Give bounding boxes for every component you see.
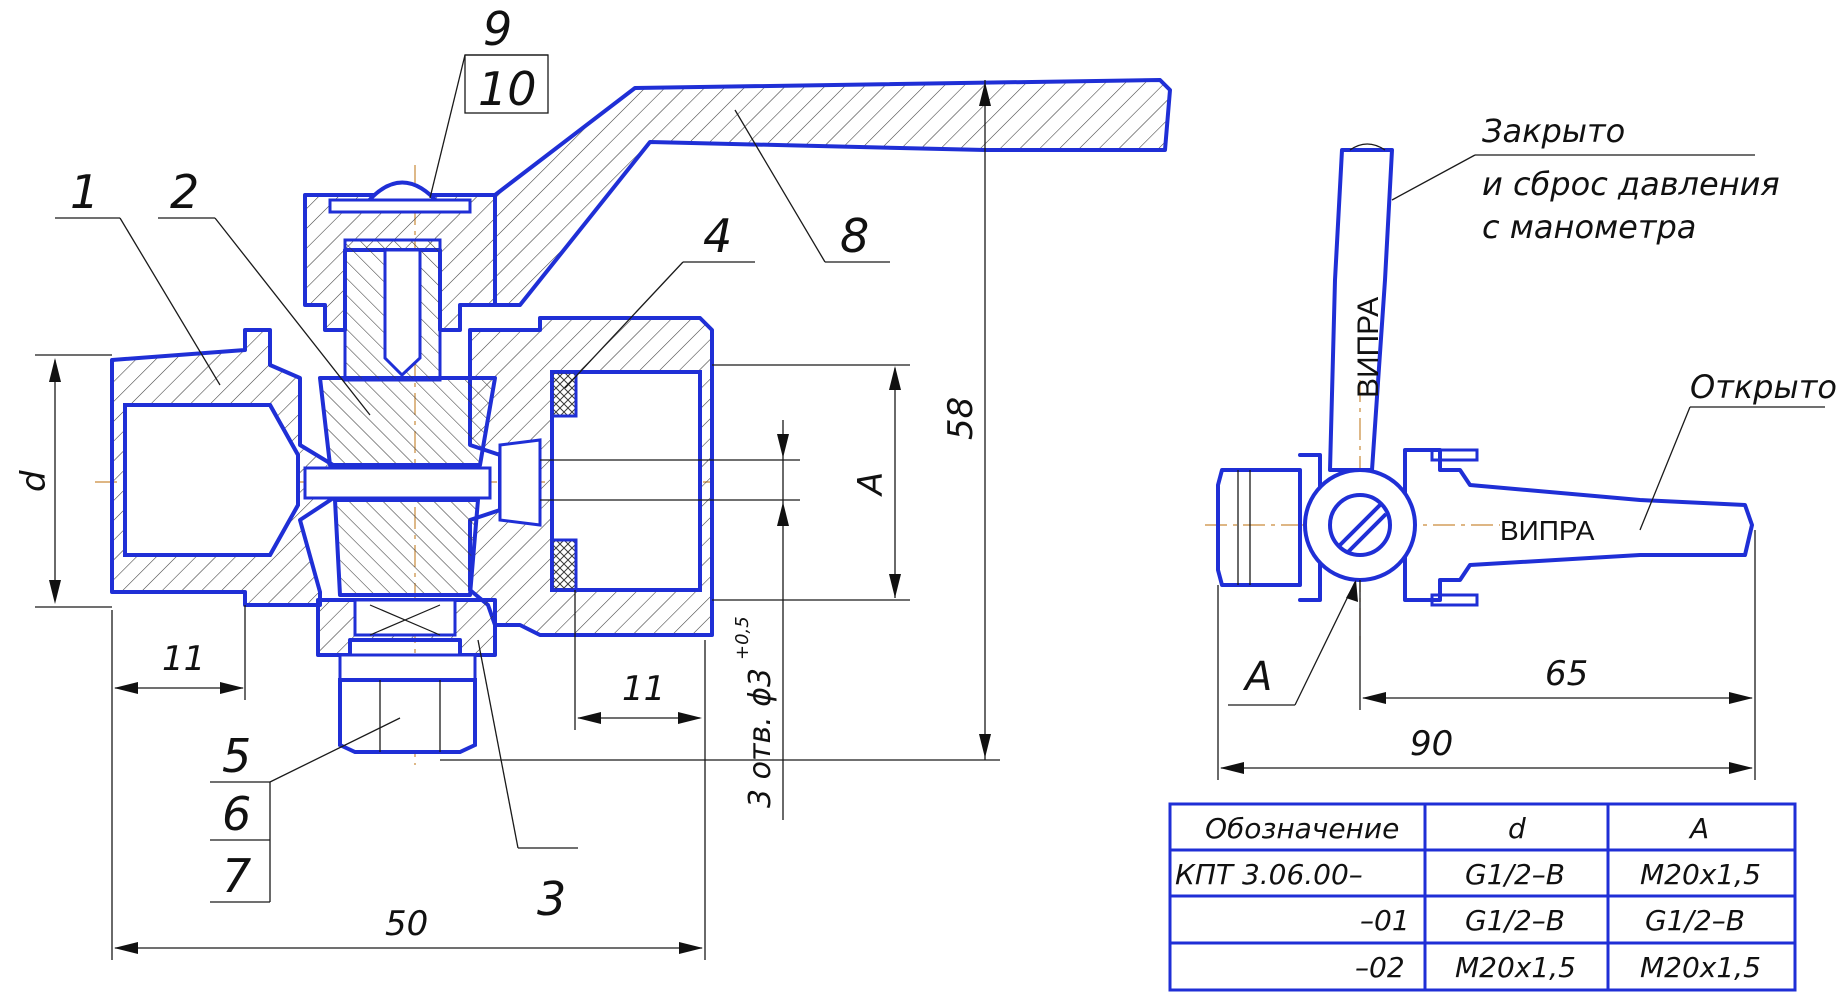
handle-open bbox=[1403, 448, 1754, 602]
part-10-washer bbox=[328, 198, 472, 214]
dim-65-label: 65 bbox=[1545, 654, 1588, 694]
callout-8: 8 bbox=[840, 209, 869, 263]
callout-1: 1 bbox=[70, 165, 99, 219]
table-header-d: d bbox=[1508, 812, 1526, 845]
holes-tolerance: +0,5 bbox=[732, 616, 753, 660]
callout-6: 6 bbox=[222, 787, 251, 841]
part-4-seal-top bbox=[550, 370, 578, 418]
part-8-handle bbox=[493, 78, 1172, 307]
callout-leaders bbox=[55, 54, 890, 903]
table-cell-r2-c1: –01 bbox=[1360, 904, 1410, 937]
side-thread-boss bbox=[1216, 468, 1302, 587]
callout-2: 2 bbox=[170, 165, 199, 219]
table-cell-r2-c2: G1/2–B bbox=[1465, 904, 1565, 937]
table-cell-r1-c1: КПТ 3.06.00– bbox=[1175, 858, 1363, 891]
table-header-A: A bbox=[1688, 812, 1709, 845]
part-4-seal-bottom bbox=[550, 538, 578, 592]
part-2-plug bbox=[318, 376, 497, 467]
table-cell-r3-c2: M20x1,5 bbox=[1455, 951, 1576, 984]
screw-bore bbox=[383, 248, 422, 378]
open-label: Открыто bbox=[1690, 368, 1837, 406]
part-5-nut bbox=[338, 678, 477, 754]
callout-5: 5 bbox=[222, 729, 251, 783]
dimensions-section bbox=[35, 80, 1000, 960]
section-view bbox=[95, 78, 1172, 765]
callout-3: 3 bbox=[537, 872, 566, 926]
closed-label-line3: с манометра bbox=[1482, 208, 1696, 246]
variants-table bbox=[1168, 802, 1797, 992]
table-cell-r1-c3: M20x1,5 bbox=[1640, 858, 1761, 891]
callout-7: 7 bbox=[222, 849, 251, 903]
callout-9: 9 bbox=[483, 2, 512, 56]
part-2-plug-lower bbox=[333, 498, 480, 597]
brand-vertical: ВИПРА bbox=[1352, 297, 1385, 398]
part-7-ring bbox=[338, 653, 477, 682]
closed-label-line2: и сброс давления bbox=[1482, 165, 1780, 203]
dim-90-label: 90 bbox=[1410, 724, 1453, 764]
view-A-label: A bbox=[1242, 654, 1272, 700]
side-view bbox=[1205, 143, 1825, 780]
table-header-designation: Обозначение bbox=[1205, 812, 1399, 845]
dim-11-right-label: 11 bbox=[622, 669, 665, 709]
dim-50-label: 50 bbox=[385, 904, 428, 944]
dim-58-label: 58 bbox=[941, 397, 981, 440]
dim-A-label: A bbox=[851, 472, 891, 497]
table-cell-r2-c3: G1/2–B bbox=[1645, 904, 1745, 937]
callout-4: 4 bbox=[703, 209, 732, 263]
callout-10: 10 bbox=[478, 62, 537, 116]
holes-label: 3 отв. ϕ3 bbox=[743, 668, 778, 808]
table-cell-r1-c2: G1/2–B bbox=[1465, 858, 1565, 891]
dim-11-left-label: 11 bbox=[162, 639, 205, 679]
table-cell-r3-c3: M20x1,5 bbox=[1640, 951, 1761, 984]
cross-mark bbox=[369, 604, 441, 636]
dim-d-label: d bbox=[14, 470, 54, 492]
brand-horizontal: ВИПРА bbox=[1500, 515, 1595, 546]
closed-label-line1: Закрыто bbox=[1482, 112, 1625, 150]
table-cell-r3-c1: –02 bbox=[1355, 951, 1405, 984]
